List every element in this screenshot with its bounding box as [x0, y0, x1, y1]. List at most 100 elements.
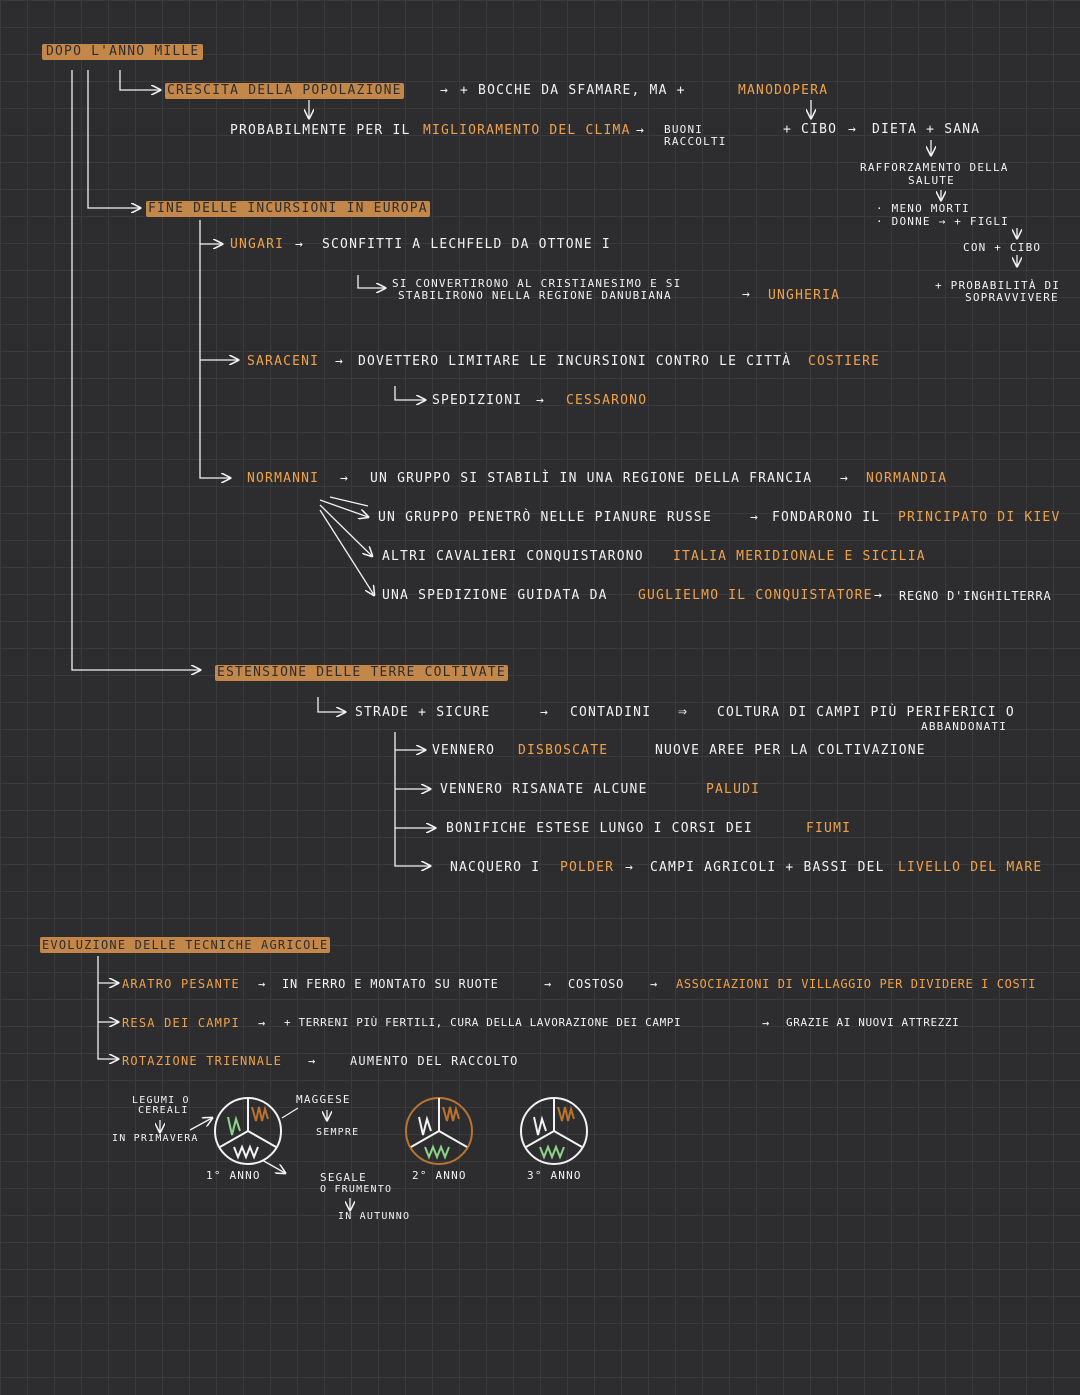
- grazie-text: GRAZIE AI NUOVI ATTREZZI: [786, 1016, 960, 1029]
- fine-label: FINE DELLE INCURSIONI IN EUROPA: [146, 201, 430, 217]
- v3a-text: BONIFICHE ESTESE LUNGO I CORSI DEI: [446, 821, 753, 836]
- saraceni-label: SARACENI: [247, 354, 320, 369]
- arrow-glyph: →: [848, 122, 858, 137]
- v1a-text: VENNERO: [432, 743, 496, 758]
- page-title: DOPO L'ANNO MILLE: [42, 44, 204, 60]
- probabilita-text-1: + PROBABILITÀ DI: [935, 279, 1061, 292]
- conv-text-2: STABILIRONO NELLA REGIONE DANUBIANA: [398, 289, 672, 302]
- v2a-text: VENNERO RISANATE ALCUNE: [440, 782, 648, 797]
- normanni-label: NORMANNI: [247, 471, 320, 486]
- cibo-text: + CIBO: [783, 122, 838, 137]
- ungheria-text: UNGHERIA: [768, 288, 841, 303]
- meno-text: · MENO MORTI: [876, 202, 970, 215]
- v4a-text: NACQUERO I: [450, 860, 541, 875]
- v4b-text: POLDER: [560, 860, 615, 875]
- norm-text-4: UNA SPEDIZIONE GUIDATA DA: [382, 588, 608, 603]
- ungari-label: UNGARI: [230, 237, 285, 252]
- rotation-pie-3: [520, 1097, 588, 1165]
- arrow-glyph: →: [308, 1054, 317, 1068]
- donne-text: · DONNE → + FIGLI: [876, 215, 1009, 228]
- costoso-text: COSTOSO: [568, 977, 625, 991]
- primavera-text: IN PRIMAVERA: [112, 1133, 199, 1144]
- contadini-text: CONTADINI: [570, 705, 652, 720]
- segale-text-2: O FRUMENTO: [320, 1184, 393, 1195]
- evoluzione-label: EVOLUZIONE DELLE TECNICHE AGRICOLE: [40, 937, 331, 953]
- assoc-text: ASSOCIAZIONI DI VILLAGGIO PER DIVIDERE I…: [676, 977, 1036, 991]
- norm-text-1: UN GRUPPO SI STABILÌ IN UNA REGIONE DELL…: [370, 471, 813, 486]
- kiev-text: PRINCIPATO DI KIEV: [898, 510, 1061, 525]
- anno3-text: 3° ANNO: [527, 1169, 582, 1182]
- costiere-text: COSTIERE: [808, 354, 881, 369]
- arrow-glyph: →: [742, 287, 752, 302]
- arrow-glyph: →: [258, 977, 267, 991]
- resa-label: RESA DEI CAMPI: [122, 1016, 240, 1030]
- anno2-text: 2° ANNO: [412, 1169, 467, 1182]
- autunno-text: IN AUTUNNO: [338, 1211, 411, 1222]
- resa-text: + TERRENI PIÙ FERTILI, CURA DELLA LAVORA…: [284, 1016, 682, 1029]
- crescita-label: CRESCITA DELLA POPOLAZIONE: [165, 83, 404, 99]
- cessarono-text: CESSARONO: [566, 393, 648, 408]
- v4c-text: CAMPI AGRICOLI + BASSI DEL: [650, 860, 885, 875]
- prob-text: PROBABILMENTE PER IL: [230, 123, 411, 138]
- guglielmo-text: GUGLIELMO IL CONQUISTATORE: [638, 588, 873, 603]
- clima-text: MIGLIORAMENTO DEL CLIMA: [423, 123, 631, 138]
- norm-text-2: UN GRUPPO PENETRÒ NELLE PIANURE RUSSE: [378, 510, 712, 525]
- arrow-glyph: →: [750, 510, 760, 525]
- rotation-pie-1: [214, 1097, 282, 1165]
- v2b-text: PALUDI: [706, 782, 761, 797]
- arrow-glyph: →: [335, 354, 345, 369]
- conv-text-1: SI CONVERTIRONO AL CRISTIANESIMO E SI: [392, 277, 682, 290]
- v4d-text: LIVELLO DEL MARE: [898, 860, 1043, 875]
- fondarono-text: FONDARONO IL: [772, 510, 881, 525]
- abbandonati-text: ABBANDONATI: [921, 720, 1008, 733]
- norm-text-3: ALTRI CAVALIERI CONQUISTARONO: [382, 549, 644, 564]
- legumi-text-2: CEREALI: [138, 1105, 189, 1116]
- ungari-text: SCONFITTI A LECHFELD DA OTTONE I: [322, 237, 611, 252]
- anno1-text: 1° ANNO: [206, 1169, 261, 1182]
- arrow-glyph: →: [625, 860, 635, 875]
- v3b-text: FIUMI: [806, 821, 852, 836]
- strade-text: STRADE + SICURE: [355, 705, 491, 720]
- probabilita-text-2: SOPRAVVIVERE: [965, 291, 1059, 304]
- segale-text-1: SEGALE: [320, 1171, 367, 1184]
- rotazione-label: ROTAZIONE TRIENNALE: [122, 1054, 283, 1068]
- estensione-label: ESTENSIONE DELLE TERRE COLTIVATE: [215, 665, 508, 681]
- dieta-text: DIETA + SANA: [872, 122, 981, 137]
- arrow-glyph: →: [536, 393, 546, 408]
- arrow-glyph: →: [440, 83, 450, 98]
- arrow-glyph: →: [540, 705, 550, 720]
- aratro-label: ARATRO PESANTE: [122, 977, 240, 991]
- arrow-glyph: →: [295, 237, 305, 252]
- raff-text-2: SALUTE: [908, 174, 955, 187]
- spedizioni-text: SPEDIZIONI: [432, 393, 523, 408]
- raff-text-1: RAFFORZAMENTO DELLA: [860, 161, 1009, 174]
- con-cibo-text: CON + CIBO: [963, 241, 1042, 254]
- arrow-glyph: →: [840, 471, 850, 486]
- legumi-text-1: LEGUMI O: [132, 1095, 190, 1106]
- double-arrow-glyph: ⇒: [678, 702, 689, 720]
- v1b-text: DISBOSCATE: [518, 743, 609, 758]
- arrow-glyph: →: [636, 123, 646, 138]
- buoni-text: BUONI: [664, 123, 704, 136]
- arrow-glyph: →: [340, 471, 350, 486]
- rotation-pie-2: [405, 1097, 473, 1165]
- aratro-text: IN FERRO E MONTATO SU RUOTE: [282, 977, 499, 991]
- coltura-text: COLTURA DI CAMPI PIÙ PERIFERICI O: [717, 705, 1015, 720]
- saraceni-text: DOVETTERO LIMITARE LE INCURSIONI CONTRO …: [358, 354, 792, 369]
- sempre-text: SEMPRE: [316, 1127, 360, 1138]
- raccolti-text: RACCOLTI: [664, 135, 727, 148]
- bocche-text: + BOCCHE DA SFAMARE, MA +: [460, 83, 686, 98]
- maggese-text: MAGGESE: [296, 1093, 351, 1106]
- regno-text: REGNO D'INGHILTERRA: [899, 589, 1052, 603]
- arrow-glyph: →: [650, 977, 659, 991]
- arrow-glyph: →: [874, 588, 884, 603]
- arrow-glyph: →: [762, 1016, 771, 1030]
- italia-text: ITALIA MERIDIONALE E SICILIA: [673, 549, 926, 564]
- normandia-text: NORMANDIA: [866, 471, 948, 486]
- v1c-text: NUOVE AREE PER LA COLTIVAZIONE: [655, 743, 926, 758]
- aumento-text: AUMENTO DEL RACCOLTO: [350, 1054, 519, 1068]
- arrow-glyph: →: [258, 1016, 267, 1030]
- manodopera-text: MANODOPERA: [738, 83, 829, 98]
- arrow-glyph: →: [544, 977, 553, 991]
